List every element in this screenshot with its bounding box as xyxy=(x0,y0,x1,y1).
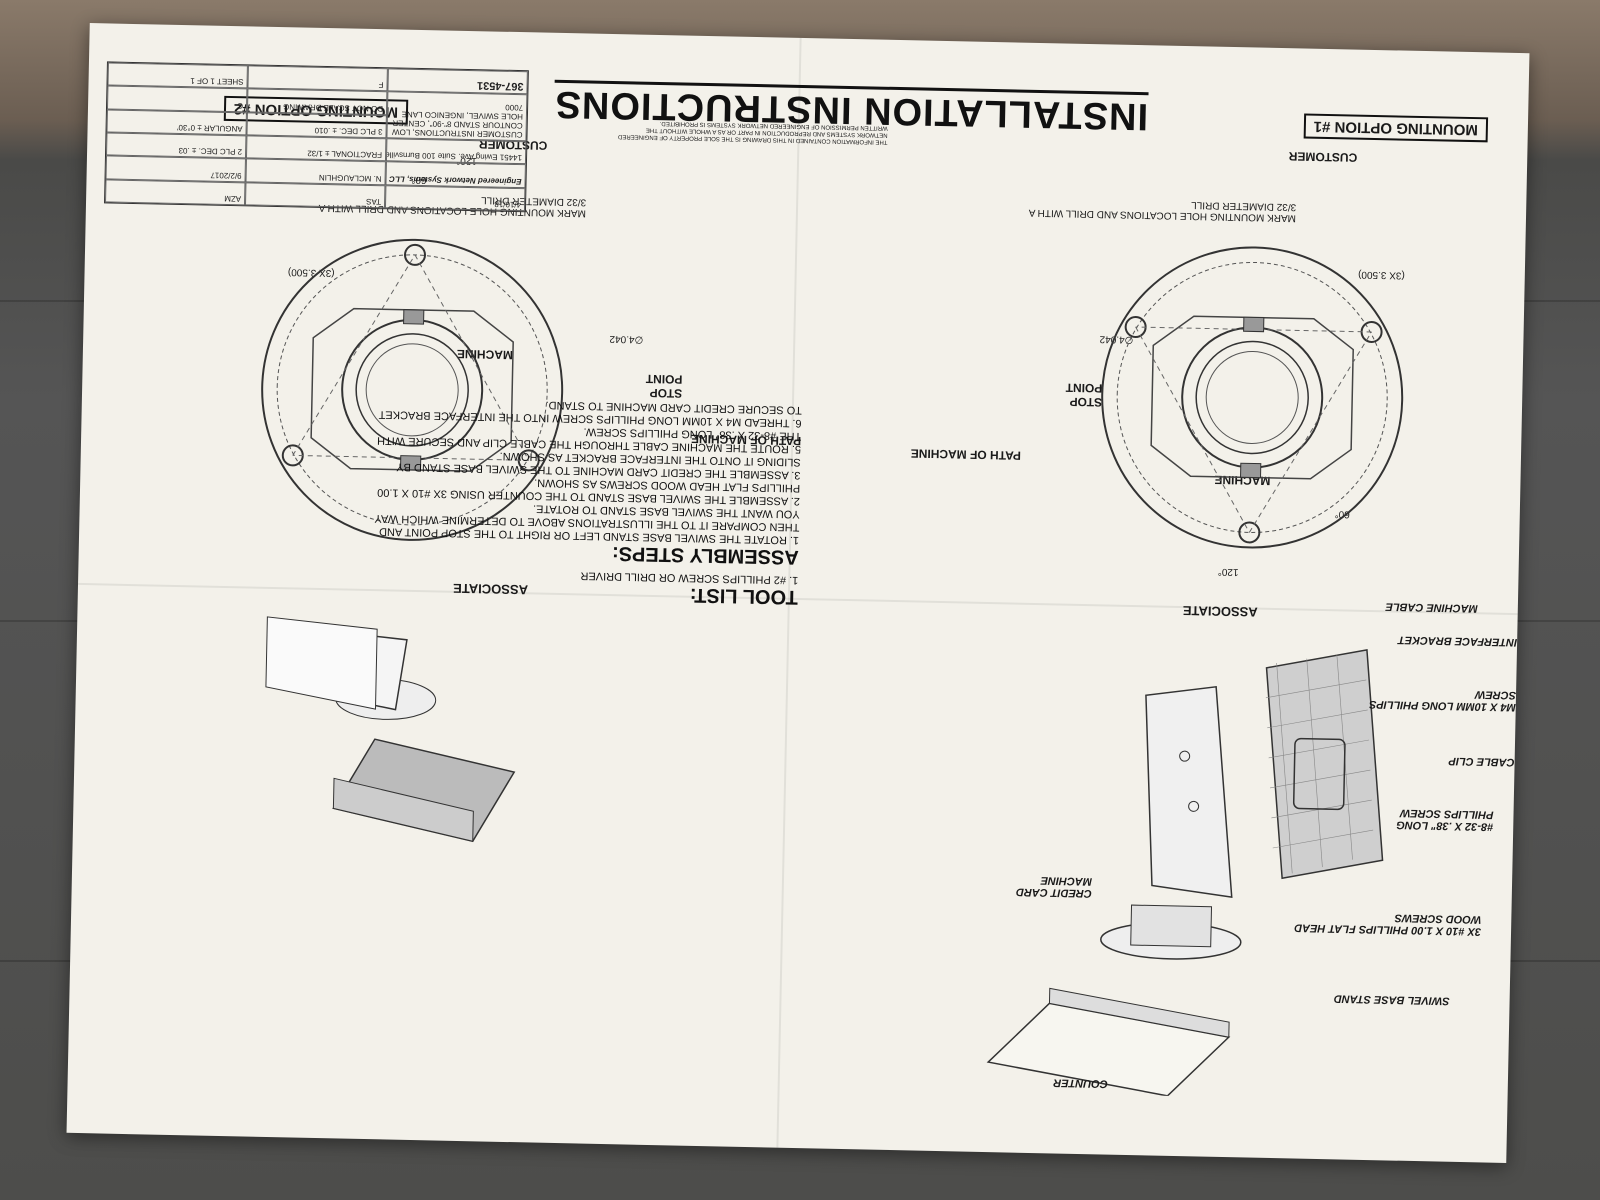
company-address: 14451 Ewing Ave. Suite 100 Burnsville, M… xyxy=(385,138,527,165)
instructions-block: TOOL LIST: 1. #2 PHILLIPS SCREW OR DRILL… xyxy=(358,394,802,608)
drawn-by: N. MCLAUGHLIN xyxy=(245,158,386,185)
callout-interface-bracket: INTERFACE BRACKET xyxy=(1397,633,1518,649)
upside-down-content: INSTALLATION INSTRUCTIONS MOUNTING OPTIO… xyxy=(67,23,1530,1163)
company-name: Engineered Network Systems, LLC xyxy=(385,161,526,188)
rev-chkd: AZM xyxy=(105,179,246,206)
drawn-date: 9/2/2017 xyxy=(105,155,246,183)
rev-by: TAS xyxy=(244,182,386,209)
instruction-sheet: INSTALLATION INSTRUCTIONS MOUNTING OPTIO… xyxy=(66,23,1530,1163)
size: C xyxy=(106,85,248,113)
dwg-number: 367-4531 xyxy=(387,68,528,95)
two-plc-tol: 2 PLC DEC. ± .03 xyxy=(106,132,247,159)
callout-cable-clip: CABLE CLIP xyxy=(1448,754,1515,769)
callout-counter: COUNTER xyxy=(1053,1076,1108,1090)
callout-wood-screws: 3X #10 X 1.00 PHILLIPS FLAT HEAD WOOD SC… xyxy=(1294,911,1482,938)
no-scale-note: DO NOT SCALE DRAWING xyxy=(246,88,388,115)
path-of-machine-label: PATH OF MACHINE xyxy=(910,446,1022,463)
callout-phillips-long: #8-32 X .38" LONG PHILLIPS SCREW xyxy=(1396,806,1494,833)
three-plc-tol: 3 PLC DEC. ± .010 xyxy=(246,112,387,139)
mounting-option-1-diagram xyxy=(1101,246,1404,549)
callout-m4-screw: M4 X 10MM LONG PHILLIPS SCREW xyxy=(1368,688,1517,714)
callout-machine-cable: MACHINE CABLE xyxy=(1385,600,1478,615)
proprietary-notice: THE INFORMATION CONTAINED IN THIS DRAWIN… xyxy=(617,120,888,145)
rev-date: 4/10/18 xyxy=(384,184,526,212)
fractional-tol: FRACTIONAL ± 1/32 xyxy=(245,135,387,162)
sheet-number: SHEET 1 OF 1 xyxy=(107,62,248,89)
drawing-title: CUSTOMER INSTRUCTIONS, LOW CONTOUR STAND… xyxy=(386,91,528,142)
callout-credit-card-machine: CREDIT CARD MACHINE xyxy=(1015,874,1093,900)
exploded-view-diagram xyxy=(986,649,1384,1097)
customer-label: CUSTOMER xyxy=(1288,149,1358,165)
diameter-label: ∅4.042 xyxy=(609,332,644,345)
assembled-iso-view xyxy=(265,616,516,843)
callout-swivel-base: SWIVEL BASE STAND xyxy=(1333,992,1450,1007)
title-block: 4/10/18 TAS AZM Engineered Network Syste… xyxy=(104,61,529,213)
mounting-option-1: MOUNTING OPTION #1 xyxy=(1303,113,1489,143)
stop-point-label: STOP POINT xyxy=(645,371,683,401)
angular-tol: ANGULAR ± 0°30' xyxy=(106,109,247,136)
revision: F xyxy=(247,65,388,92)
mounting-option-2-diagram xyxy=(261,238,564,541)
